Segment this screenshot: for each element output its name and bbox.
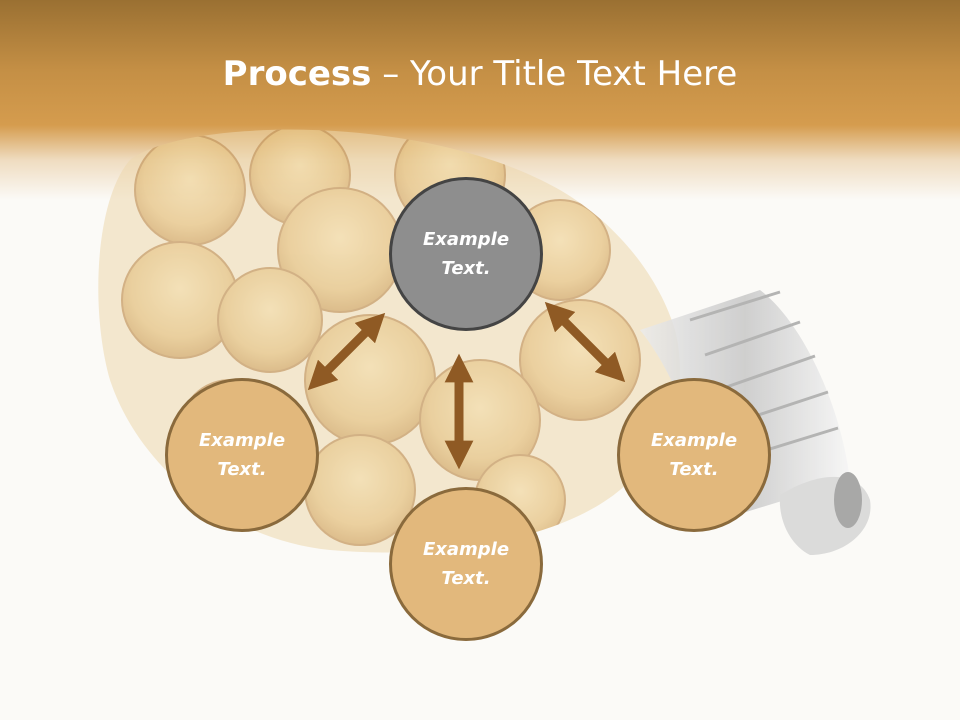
bottom-node-text: Example Text.	[422, 539, 510, 589]
double-arrow-icon	[544, 301, 626, 383]
left-node[interactable]: Example Text.	[165, 378, 319, 532]
title-text: Your Title Text Here	[410, 54, 738, 94]
center-node[interactable]: Example Text.	[389, 177, 543, 331]
title-bold: Process	[222, 54, 372, 94]
double-arrow-icon	[307, 312, 386, 391]
center-node-text: Example Text.	[422, 229, 510, 279]
bottom-node[interactable]: Example Text.	[389, 487, 543, 641]
slide-title: Process – Your Title Text Here	[0, 52, 960, 96]
title-separator: –	[371, 54, 411, 94]
right-node-text: Example Text.	[650, 430, 738, 480]
left-node-text: Example Text.	[198, 430, 286, 480]
right-node[interactable]: Example Text.	[617, 378, 771, 532]
